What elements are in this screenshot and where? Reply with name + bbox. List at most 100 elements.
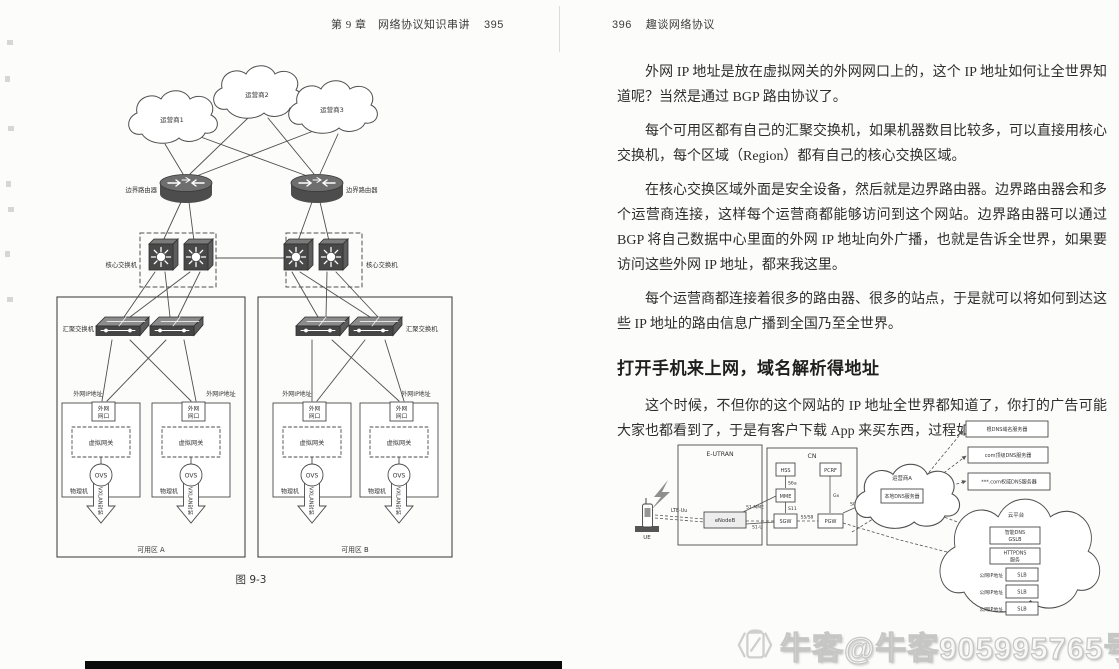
page-number-left: 395: [484, 19, 504, 31]
section-heading: 打开手机来上网，域名解析得地址: [617, 359, 880, 378]
zone-b-label: 可用区 B: [341, 546, 369, 554]
ext-ip-label: 外网IP地址: [73, 390, 102, 398]
pcrf-label: PCRF: [824, 468, 837, 474]
niuke-logo-icon: [737, 629, 773, 659]
border-router-right-icon: [290, 173, 344, 204]
scan-black-strip: [85, 661, 562, 669]
agg-switch-icon: [95, 316, 150, 336]
server-group: [272, 401, 352, 524]
agg-switch-right-label: 汇聚交换机: [406, 324, 438, 333]
core-switch-icon: [318, 238, 349, 271]
auth-dns-label: ***.com权威DNS服务器: [981, 479, 1037, 486]
figure-9-3-caption: 图 9-3: [236, 574, 267, 586]
signal-bolt-icon: [651, 480, 670, 510]
httpdns-box: [989, 547, 1041, 565]
svg-text:GSLB: GSLB: [1009, 537, 1023, 543]
cn-box: [766, 447, 858, 546]
paragraph-3: 在核心交换区域外面是安全设备，然后就是边界路由器。边界路由器会和多个运营商连接，…: [617, 183, 1107, 273]
gx-label: Gx: [833, 493, 840, 499]
slb-label: SLB: [1017, 607, 1027, 613]
enodeb-label: eNodeB: [715, 518, 736, 524]
left-page-header: 第 9 章 网络协议知识串讲 395: [331, 16, 504, 32]
scan-speckle: [6, 181, 11, 187]
hss-box: [775, 462, 796, 477]
cloud-platform-label: 云平台: [1008, 511, 1024, 519]
core-switch-left-label: 核心交换机: [106, 260, 138, 269]
figure-9-4: UE LTE-Uu E-UTRAN: [635, 420, 1101, 616]
agg-switch-icon: [295, 316, 350, 336]
s5-s8-label: S5/S8: [801, 515, 814, 521]
slb-label: SLB: [1017, 590, 1027, 596]
isp2-label: 运营商2: [245, 90, 269, 99]
border-router-left-label: 边界路由器: [126, 185, 158, 194]
core-switch-icon: [148, 238, 179, 271]
watermark-text: 牛客@牛客905995765号: [779, 630, 1119, 666]
smart-dns-box: [989, 526, 1041, 545]
ue-label: UE: [643, 535, 651, 541]
right-page-text-column: 外网 IP 地址是放在虚拟网关的外网网口上的，这个 IP 地址如何让全世界知道呢…: [617, 60, 1107, 453]
public-ip-label: 公网IP地址: [980, 606, 1004, 613]
watermark: 牛客@牛客905995765号: [736, 621, 1119, 669]
border-router-right-label: 边界路由器: [346, 185, 378, 194]
com-dns-label: com顶级DNS服务器: [985, 452, 1031, 459]
pcrf-box: [819, 462, 842, 477]
mme-box: [775, 488, 796, 503]
paragraph-4: 每个运营商都连接着很多的路由器、很多的站点，于是就可以将如何到达这些 IP 地址…: [617, 292, 1107, 332]
agg-server-links: [101, 339, 405, 402]
isp-a-label: 运营商A: [892, 474, 912, 482]
isp1-label: 运营商1: [160, 115, 184, 124]
agg-switch-left-label: 汇聚交换机: [63, 324, 95, 333]
hss-label: HSS: [780, 468, 790, 474]
page-divider: [559, 6, 560, 52]
slb-rows: 公网IP地址 SLB 公网IP地址 SLB 公网IP地址 SLB: [980, 567, 1039, 616]
core-switch-icon: [283, 238, 314, 271]
core-switch-icon: [183, 238, 214, 271]
pgw-label: PGW: [825, 519, 837, 525]
eutran-label: E-UTRAN: [706, 451, 734, 458]
page-number-right: 396: [612, 19, 632, 31]
agg-switch-icon: [149, 316, 204, 336]
root-dns-box: [965, 420, 1049, 438]
slb-box: [1005, 601, 1039, 616]
smart-dns-label: 智能DNS: [1005, 529, 1025, 536]
core-switch-zone-left: [139, 232, 217, 288]
root-dns-label: 根DNS域名服务器: [987, 426, 1028, 433]
paragraph-2: 每个可用区都有自己的汇聚交换机，如果机器数目比较多，可以直接用核心交换机，每个区…: [617, 124, 1107, 164]
slb-box: [1005, 567, 1039, 582]
ue-phone-icon: [635, 498, 659, 532]
auth-dns-box: [967, 472, 1051, 491]
ext-ip-label: 外网IP地址: [401, 390, 430, 398]
scan-speckle: [5, 251, 10, 257]
s1-mme-label: S1-MME: [746, 505, 764, 511]
scan-speckle: [5, 76, 10, 82]
s6a-label: S6a: [788, 481, 797, 487]
server-group: [61, 401, 141, 524]
local-dns-label: 本地DNS服务器: [885, 493, 920, 500]
public-ip-label: 公网IP地址: [980, 589, 1004, 596]
server-group: [359, 401, 439, 524]
isp3-label: 运营商3: [320, 105, 344, 114]
enodeb-box: [703, 511, 747, 529]
figure-9-3: 运营商1 运营商2 运营商3 边界路由器 边界路由器 核心交换机 核心交换机: [56, 65, 453, 586]
router-core-links: [162, 201, 330, 242]
book-title: 趣谈网络协议: [645, 19, 715, 31]
slb-box: [1005, 584, 1039, 599]
zone-b-box: [257, 296, 453, 558]
com-dns-box: [967, 446, 1049, 464]
server-group: [151, 401, 231, 524]
sgi-label: SGi: [850, 502, 858, 508]
zone-a-label: 可用区 A: [137, 546, 165, 554]
lte-uu-label: LTE-Uu: [671, 508, 687, 514]
s1-u-label: S1-U: [752, 525, 763, 531]
right-page-header: 396 趣谈网络协议: [612, 16, 715, 32]
public-ip-label: 公网IP地址: [980, 572, 1004, 579]
chapter-title: 第 9 章 网络协议知识串讲: [331, 19, 470, 31]
core-switch-right-label: 核心交换机: [366, 260, 398, 269]
s11-label: S11: [788, 506, 797, 512]
pgw-box: [817, 513, 844, 529]
paragraph-1: 外网 IP 地址是放在虚拟网关的外网网口上的，这个 IP 地址如何让全世界知道呢…: [617, 65, 1107, 105]
scan-speckle: [8, 207, 14, 212]
local-dns-box: [880, 488, 924, 504]
scan-speckle: [7, 297, 13, 302]
